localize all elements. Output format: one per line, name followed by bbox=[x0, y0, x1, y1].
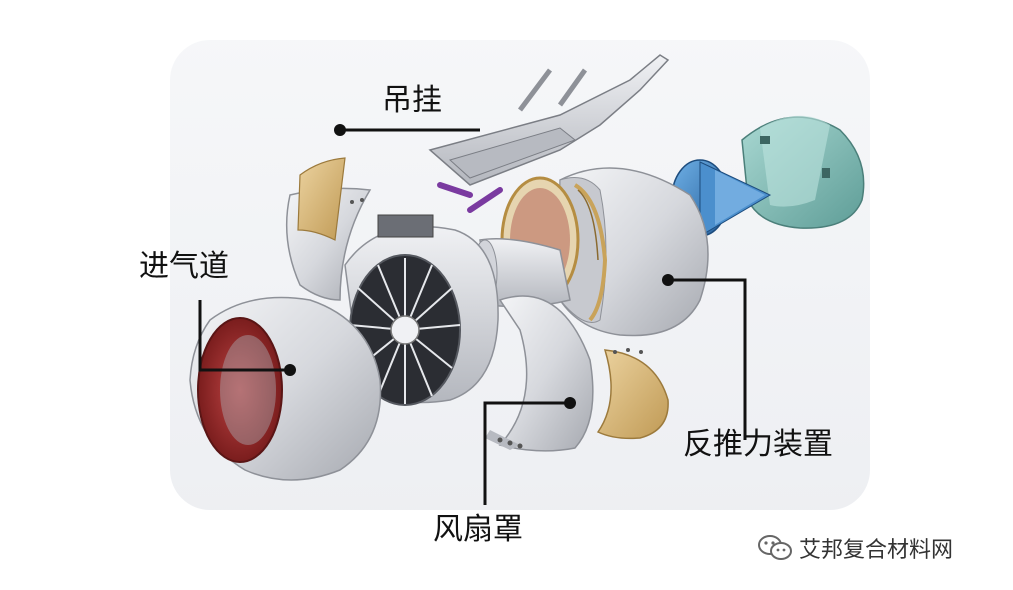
leader-inlet bbox=[198, 300, 290, 372]
pylon-strut-1 bbox=[437, 182, 473, 198]
thrust-reverser-body bbox=[559, 167, 709, 337]
upper-fan-cowl bbox=[285, 157, 372, 301]
watermark: 艾邦复合材料网 bbox=[757, 532, 953, 564]
label-pylon: 吊挂 bbox=[382, 83, 442, 118]
exhaust-nozzle bbox=[741, 115, 865, 229]
lower-reverser-panel bbox=[596, 348, 669, 440]
pylon bbox=[428, 54, 670, 213]
fan-case-bracket bbox=[377, 214, 434, 238]
leader-thrust-reverser bbox=[668, 278, 747, 440]
leader-fan-cowl bbox=[483, 401, 570, 505]
label-fan-cowl: 风扇罩 bbox=[433, 512, 523, 547]
inlet-cowl bbox=[189, 296, 382, 481]
label-thrust-reverser: 反推力装置 bbox=[683, 427, 833, 462]
fan-cowl bbox=[485, 295, 594, 452]
spinner bbox=[390, 315, 420, 345]
inlet-lip bbox=[197, 317, 283, 463]
pylon-strut-2 bbox=[467, 187, 503, 213]
leader-lines bbox=[198, 124, 747, 505]
label-inlet: 进气道 bbox=[139, 249, 229, 284]
wechat-icon bbox=[758, 535, 792, 560]
watermark-text: 艾邦复合材料网 bbox=[799, 538, 954, 563]
